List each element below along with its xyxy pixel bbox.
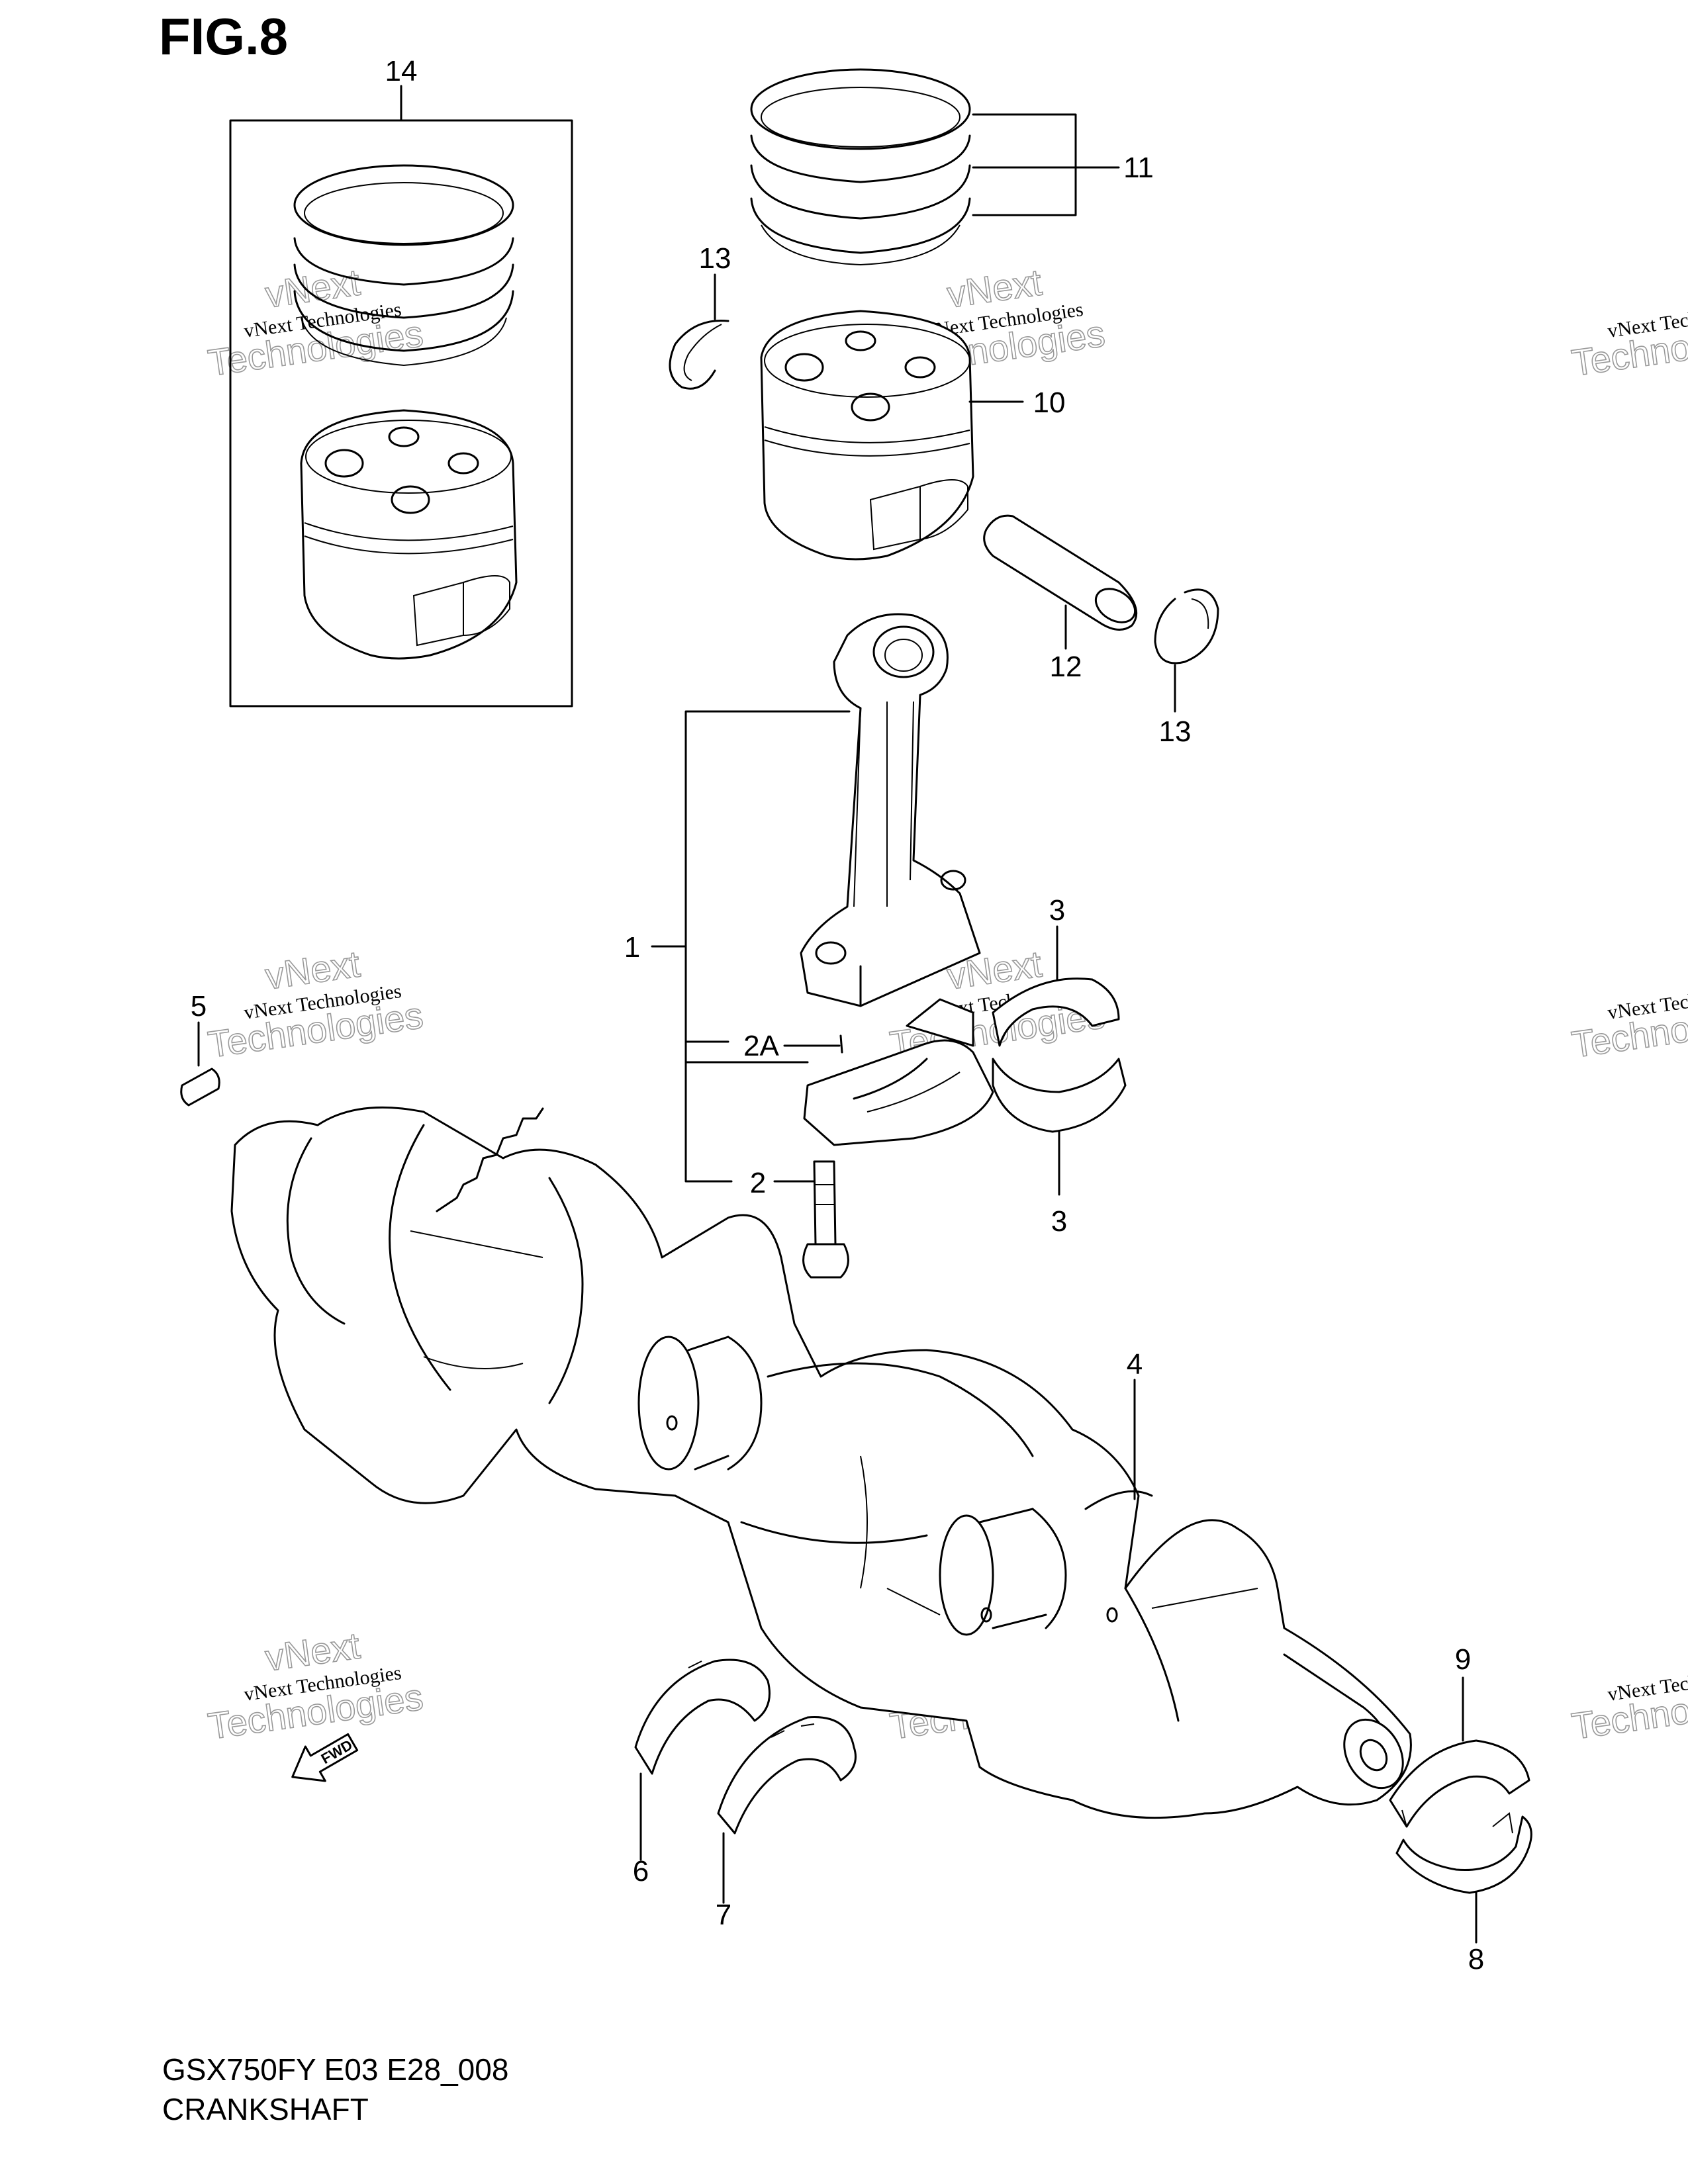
part-4-crankshaft bbox=[230, 1106, 1412, 1819]
part-3-conrod-bearings bbox=[992, 925, 1127, 1196]
callout-2: 2 bbox=[750, 1167, 766, 1199]
part-14-piston-set bbox=[229, 85, 573, 707]
fwd-arrow-icon: FWD bbox=[291, 1733, 359, 1782]
watermark-7: vNext vNext Technologies Technologies bbox=[205, 1624, 426, 1748]
callout-11: 11 bbox=[1123, 152, 1154, 184]
part-7-thrust-washer bbox=[717, 1716, 857, 1904]
part-5-dowel-pin bbox=[180, 1021, 220, 1107]
part-11-piston-rings bbox=[750, 68, 1120, 266]
part-1-connecting-rod bbox=[651, 613, 994, 1279]
callout-12: 12 bbox=[1050, 651, 1082, 683]
callout-8: 8 bbox=[1468, 1943, 1484, 1976]
callout-13-top: 13 bbox=[699, 242, 731, 275]
callout-4: 4 bbox=[1127, 1348, 1143, 1381]
figure-label: FIG.8 bbox=[159, 7, 289, 66]
piston-set-piston bbox=[300, 409, 518, 660]
piston-set-rings bbox=[293, 164, 514, 367]
callout-2a: 2A bbox=[743, 1030, 779, 1062]
callout-3-top: 3 bbox=[1049, 894, 1065, 927]
callout-labels: 14 11 13 10 12 13 1 3 2A 2 3 5 4 9 6 7 8 bbox=[191, 55, 1484, 1976]
diagram-name: CRANKSHAFT bbox=[162, 2092, 369, 2126]
watermark-9: vNext Technologies Technologies bbox=[1569, 1662, 1688, 1748]
part-13-circlip-top bbox=[669, 273, 729, 390]
part-9-main-bearing bbox=[1389, 1676, 1530, 1828]
watermark-4: vNext vNext Technologies Technologies bbox=[205, 942, 426, 1066]
callout-13-right: 13 bbox=[1159, 715, 1192, 748]
diagram-code: GSX750FY E03 E28_008 bbox=[162, 2052, 509, 2087]
callout-1: 1 bbox=[624, 931, 640, 964]
watermark-6: vNext Technologies Technologies bbox=[1569, 980, 1688, 1066]
part-13-circlip-right bbox=[1154, 588, 1219, 713]
callout-3-bottom: 3 bbox=[1051, 1205, 1067, 1238]
callout-9: 9 bbox=[1455, 1643, 1471, 1676]
part-8-main-bearing bbox=[1395, 1812, 1532, 1944]
watermark-3: vNext Technologies Technologies bbox=[1569, 298, 1688, 385]
callout-14: 14 bbox=[385, 55, 418, 87]
callout-7: 7 bbox=[716, 1899, 731, 1931]
callout-10: 10 bbox=[1033, 387, 1066, 419]
callout-6: 6 bbox=[633, 1855, 649, 1888]
part-10-piston bbox=[760, 310, 1024, 561]
callout-5: 5 bbox=[191, 990, 207, 1023]
part-12-piston-pin bbox=[983, 514, 1138, 650]
part-6-thrust-washer bbox=[634, 1659, 771, 1861]
